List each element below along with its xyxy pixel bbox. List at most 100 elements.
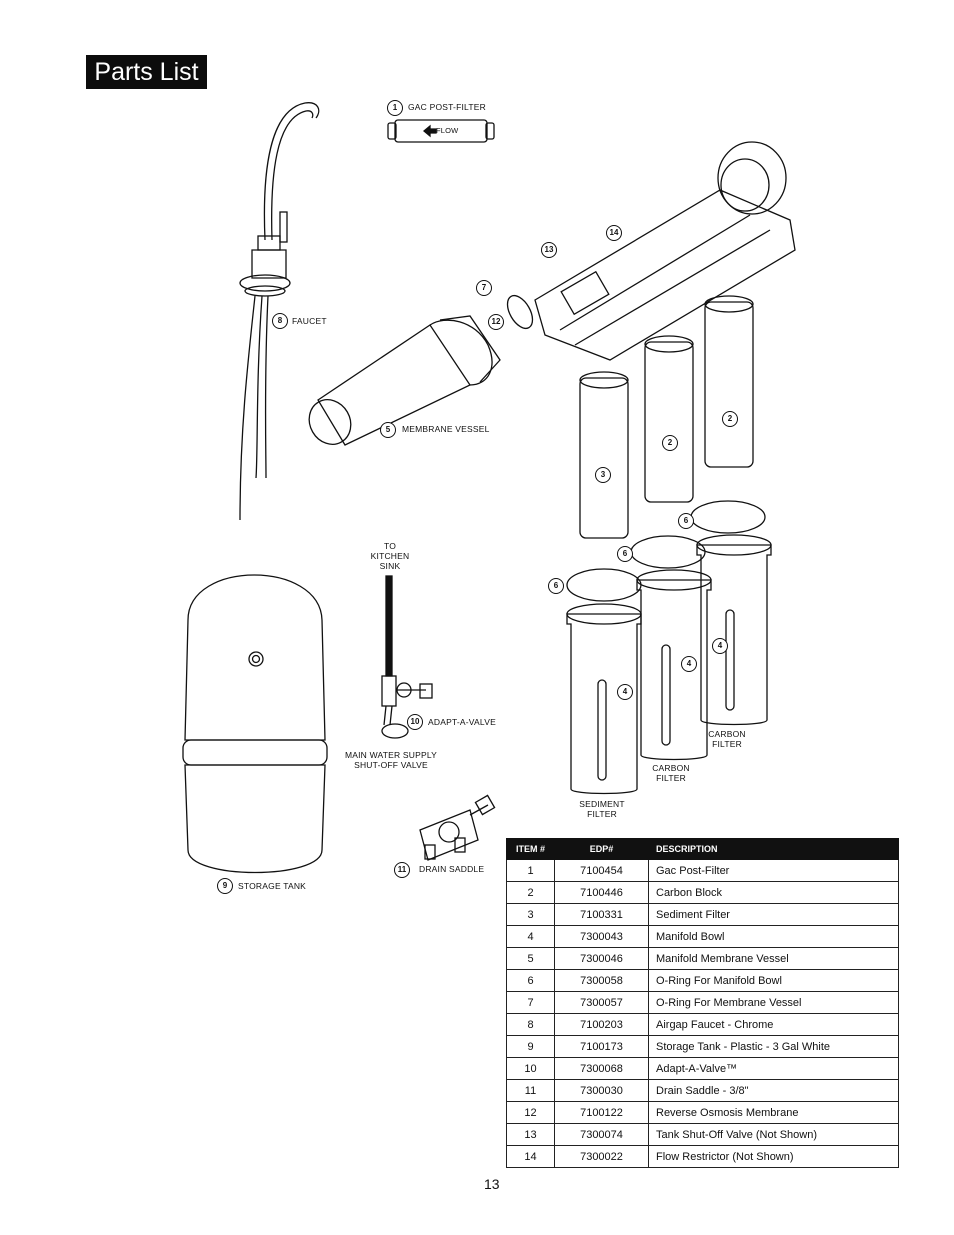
description-cell: Adapt-A-Valve™ (648, 1057, 899, 1080)
item-cell: 10 (506, 1057, 555, 1080)
item-cell: 14 (506, 1145, 555, 1168)
item-cell: 8 (506, 1013, 555, 1036)
faucet-label: FAUCET (292, 316, 327, 326)
edp-cell: 7300057 (554, 991, 649, 1014)
description-cell: Flow Restrictor (Not Shown) (648, 1145, 899, 1168)
callout-2a: 2 (722, 411, 738, 427)
edp-cell: 7100446 (554, 881, 649, 904)
callout-6b: 6 (617, 546, 633, 562)
callout-10: 10 (407, 714, 423, 730)
membrane-vessel-drawing (308, 294, 534, 446)
to-sink-label-2: KITCHEN (370, 551, 410, 561)
item-cell: 6 (506, 969, 555, 992)
page-title: Parts List (86, 55, 207, 89)
callout-12: 12 (488, 314, 504, 330)
item-cell: 5 (506, 947, 555, 970)
description-cell: Drain Saddle - 3/8" (648, 1079, 899, 1102)
callout-14: 14 (606, 225, 622, 241)
storage-tank-drawing (182, 574, 328, 874)
carbon-filter-1-label-a: CARBON (708, 729, 746, 739)
edp-cell: 7300022 (554, 1145, 649, 1168)
flow-label: FLOW (436, 126, 459, 135)
to-sink-label-1: TO (383, 541, 397, 551)
manifold-head-drawing (534, 141, 796, 361)
item-cell: 1 (506, 859, 555, 882)
callout-2b: 2 (662, 435, 678, 451)
edp-cell: 7300068 (554, 1057, 649, 1080)
edp-cell: 7100203 (554, 1013, 649, 1036)
description-cell: Manifold Bowl (648, 925, 899, 948)
o-rings-drawing (566, 500, 766, 602)
carbon-filter-1-label-b: FILTER (712, 739, 742, 749)
filter-cartridges-drawing (579, 295, 754, 539)
item-cell: 9 (506, 1035, 555, 1058)
callout-4a: 4 (712, 638, 728, 654)
main-water-label-1: MAIN WATER SUPPLY (344, 750, 438, 760)
edp-cell: 7100454 (554, 859, 649, 882)
sediment-filter-label-a: SEDIMENT (579, 799, 625, 809)
edp-cell: 7300030 (554, 1079, 649, 1102)
callout-4b: 4 (681, 656, 697, 672)
description-cell: Gac Post-Filter (648, 859, 899, 882)
item-cell: 3 (506, 903, 555, 926)
column-header-edp: EDP# (554, 838, 649, 860)
description-cell: Airgap Faucet - Chrome (648, 1013, 899, 1036)
callout-1: 1 (387, 100, 403, 116)
edp-cell: 7100331 (554, 903, 649, 926)
adapt-a-valve-drawing (381, 575, 433, 739)
callout-11: 11 (394, 862, 410, 878)
description-cell: O-Ring For Manifold Bowl (648, 969, 899, 992)
description-cell: O-Ring For Membrane Vessel (648, 991, 899, 1014)
callout-13: 13 (541, 242, 557, 258)
callout-4c: 4 (617, 684, 633, 700)
edp-cell: 7300074 (554, 1123, 649, 1146)
column-header-item: ITEM # (506, 838, 555, 860)
storage-tank-label: STORAGE TANK (238, 881, 307, 891)
description-cell: Tank Shut-Off Valve (Not Shown) (648, 1123, 899, 1146)
callout-6a: 6 (678, 513, 694, 529)
callout-9: 9 (217, 878, 233, 894)
to-sink-label-3: SINK (379, 561, 401, 571)
table-header-row: ITEM # EDP# DESCRIPTION (506, 838, 899, 860)
description-cell: Reverse Osmosis Membrane (648, 1101, 899, 1124)
gac-post-filter-label: GAC POST-FILTER (408, 102, 486, 112)
description-cell: Carbon Block (648, 881, 899, 904)
edp-cell: 7300043 (554, 925, 649, 948)
edp-cell: 7300058 (554, 969, 649, 992)
callout-5: 5 (380, 422, 396, 438)
item-cell: 11 (506, 1079, 555, 1102)
column-header-description: DESCRIPTION (648, 838, 899, 860)
drain-saddle-label: DRAIN SADDLE (419, 864, 485, 874)
drain-saddle-drawing (419, 794, 496, 861)
gac-post-filter-drawing (387, 119, 495, 143)
faucet-drawing (239, 102, 320, 521)
edp-cell: 7300046 (554, 947, 649, 970)
item-cell: 4 (506, 925, 555, 948)
callout-3: 3 (595, 467, 611, 483)
main-water-label-2: SHUT-OFF VALVE (354, 760, 428, 770)
filter-bowls-drawing (566, 534, 772, 795)
carbon-filter-2-label-b: FILTER (656, 773, 686, 783)
callout-7: 7 (476, 280, 492, 296)
callout-6c: 6 (548, 578, 564, 594)
callout-8: 8 (272, 313, 288, 329)
item-cell: 7 (506, 991, 555, 1014)
description-cell: Storage Tank - Plastic - 3 Gal White (648, 1035, 899, 1058)
page-number: 13 (484, 1176, 500, 1192)
edp-cell: 7100173 (554, 1035, 649, 1058)
